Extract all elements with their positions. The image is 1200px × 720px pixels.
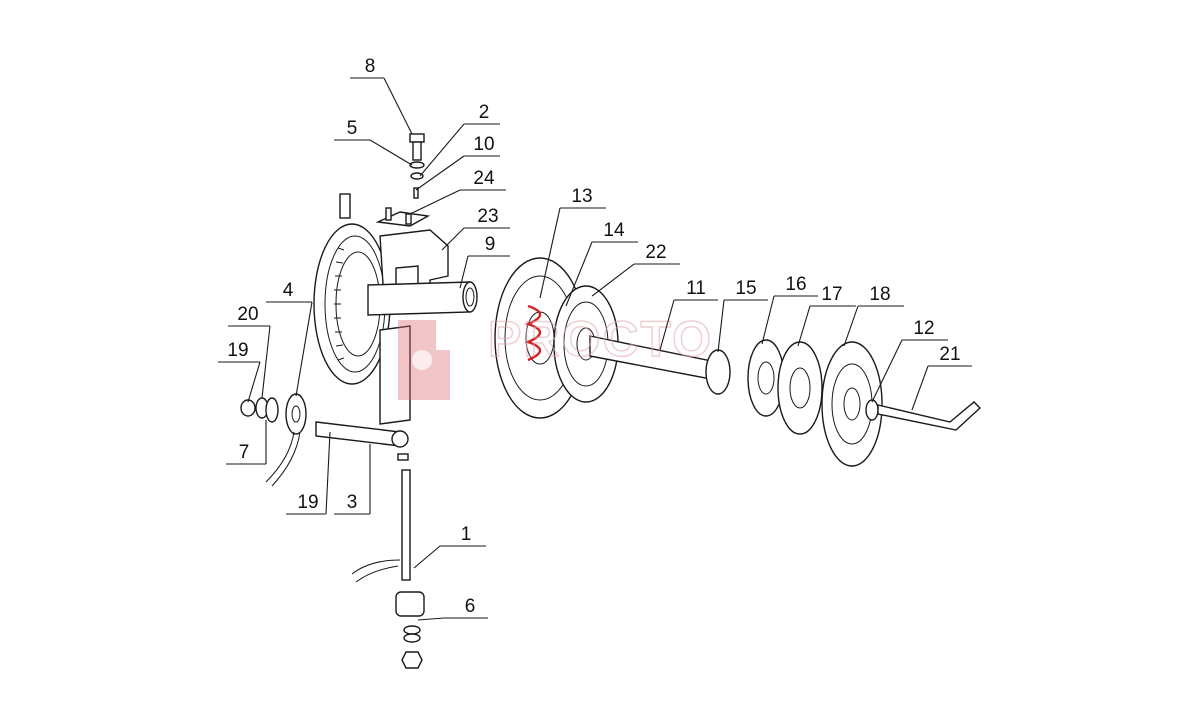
callout-leader-line bbox=[717, 299, 725, 353]
flange-spring-assembly bbox=[494, 257, 619, 419]
callout-leader-line bbox=[565, 241, 593, 307]
watermark-text: PROCTO bbox=[488, 311, 713, 367]
callout-1: 1 bbox=[413, 524, 486, 569]
callout-leader-line bbox=[325, 431, 331, 515]
callout-number: 10 bbox=[473, 134, 494, 155]
callout-number: 7 bbox=[239, 442, 250, 463]
callout-leader-line bbox=[247, 361, 261, 403]
brake-disc-assembly bbox=[313, 193, 478, 425]
callout-11: 11 bbox=[659, 278, 718, 351]
callout-number: 1 bbox=[461, 524, 472, 545]
callout-leader-line bbox=[911, 365, 929, 411]
callout-leader-line bbox=[591, 263, 635, 297]
vertical-rod-group bbox=[351, 453, 425, 669]
callout-19: 19 bbox=[286, 431, 331, 515]
callout-16: 16 bbox=[761, 274, 818, 345]
callout-number: 5 bbox=[347, 118, 358, 139]
callout-5: 5 bbox=[334, 118, 413, 166]
callout-9: 9 bbox=[459, 234, 510, 289]
callout-leader-line bbox=[797, 305, 811, 347]
watermark: PROCTO bbox=[398, 310, 713, 400]
callout-leader-line bbox=[415, 155, 465, 191]
callout-leader-line bbox=[843, 305, 859, 347]
callout-number: 20 bbox=[237, 304, 258, 325]
callout-7: 7 bbox=[226, 420, 267, 465]
callout-number: 3 bbox=[347, 492, 358, 513]
callout-leader-line bbox=[409, 189, 461, 215]
callout-2: 2 bbox=[419, 102, 500, 177]
callout-21: 21 bbox=[911, 344, 972, 411]
callout-number: 6 bbox=[465, 596, 476, 617]
callout-22: 22 bbox=[591, 242, 680, 297]
callout-leader-line bbox=[459, 255, 469, 289]
callout-leader-line bbox=[295, 301, 313, 397]
callout-number: 9 bbox=[485, 234, 496, 255]
callout-13: 13 bbox=[539, 186, 606, 299]
callout-leader-line bbox=[871, 339, 903, 403]
callout-number: 14 bbox=[603, 220, 625, 241]
pulley-stack bbox=[705, 339, 883, 467]
callout-number: 11 bbox=[686, 278, 706, 299]
disc-teeth bbox=[334, 247, 345, 361]
callout-number: 16 bbox=[785, 274, 806, 295]
callout-3: 3 bbox=[334, 444, 371, 515]
callout-6: 6 bbox=[417, 596, 488, 621]
callout-number: 12 bbox=[913, 318, 934, 339]
callout-23: 23 bbox=[441, 206, 510, 251]
hex-key-and-nut bbox=[865, 399, 982, 431]
callout-leader-line bbox=[261, 325, 271, 399]
callout-number: 17 bbox=[821, 284, 842, 305]
callout-number: 4 bbox=[283, 280, 294, 301]
callout-leader-line bbox=[659, 299, 675, 351]
callout-number: 2 bbox=[479, 102, 490, 123]
callout-number: 13 bbox=[571, 186, 592, 207]
callout-leader-line bbox=[369, 139, 413, 166]
callout-number: 24 bbox=[473, 168, 495, 189]
callout-leader-line bbox=[417, 617, 445, 621]
callout-number: 22 bbox=[645, 242, 666, 263]
callout-leader-line bbox=[761, 295, 775, 345]
callout-8: 8 bbox=[350, 56, 413, 135]
callout-leader-line bbox=[441, 227, 465, 251]
callout-15: 15 bbox=[717, 278, 768, 353]
callout-18: 18 bbox=[843, 284, 904, 347]
callout-19: 19 bbox=[218, 340, 261, 403]
callout-leader-line bbox=[383, 77, 413, 135]
callout-10: 10 bbox=[415, 134, 500, 191]
callout-17: 17 bbox=[797, 284, 856, 347]
callout-number: 19 bbox=[227, 340, 248, 361]
callout-leader-line bbox=[413, 545, 441, 569]
top-bolt-group bbox=[409, 133, 425, 199]
callout-number: 23 bbox=[477, 206, 498, 227]
callout-number: 21 bbox=[939, 344, 960, 365]
callout-24: 24 bbox=[409, 168, 506, 215]
callout-14: 14 bbox=[565, 220, 638, 307]
lever-group bbox=[240, 393, 409, 487]
callout-number: 18 bbox=[869, 284, 890, 305]
callout-number: 8 bbox=[365, 56, 376, 77]
callout-leader-line bbox=[419, 123, 465, 177]
callout-number: 19 bbox=[297, 492, 318, 513]
callout-leader-line bbox=[539, 207, 561, 299]
callout-20: 20 bbox=[228, 304, 271, 399]
callout-4: 4 bbox=[266, 280, 313, 397]
callout-number: 15 bbox=[735, 278, 756, 299]
callout-12: 12 bbox=[871, 318, 948, 403]
